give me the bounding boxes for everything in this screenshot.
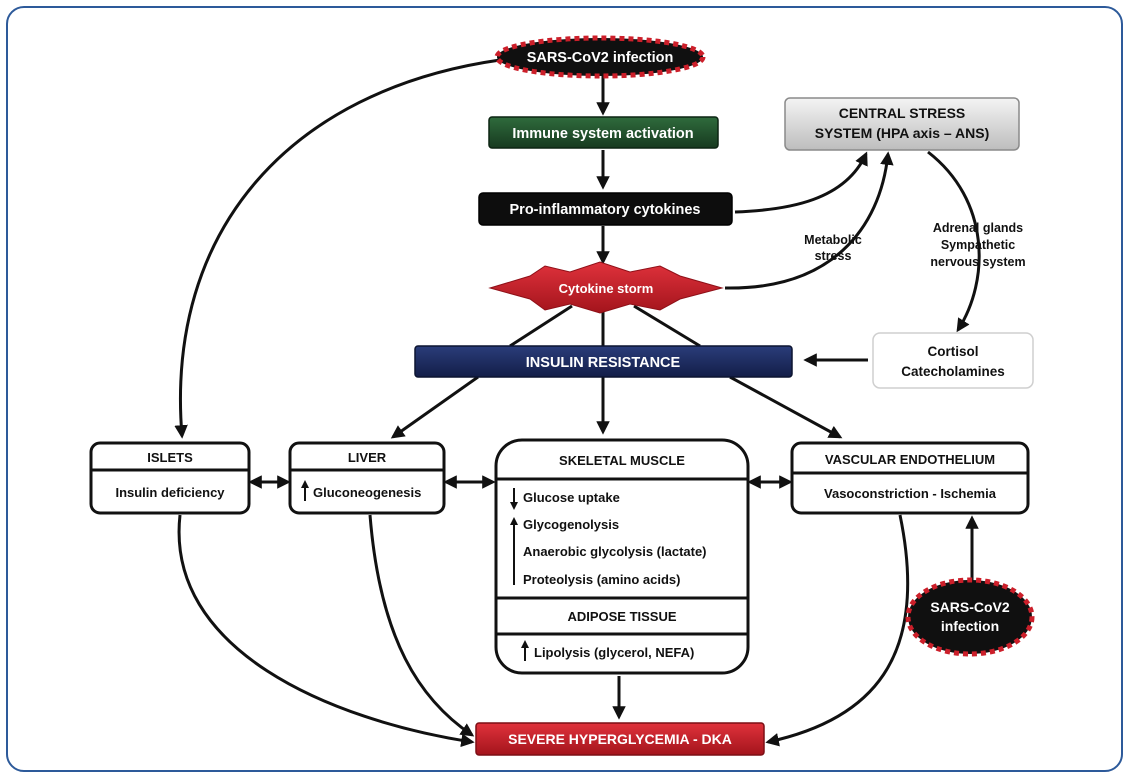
up-arrow-icon (521, 640, 529, 661)
outcome-node: SEVERE HYPERGLYCEMIA - DKA (475, 722, 765, 756)
arrow-ir-to-vascular (729, 375, 843, 439)
muscle-title: SKELETAL MUSCLE (559, 453, 685, 468)
arrow-vascular-to-outcome (765, 514, 910, 747)
arrow-liver-to-outcome (368, 514, 475, 737)
arrow-storm-to-central (724, 151, 894, 290)
cortisol-label-line2: Catecholamines (901, 364, 1005, 379)
cytokines-label: Pro-inflammatory cytokines (510, 202, 701, 218)
outcome-label: SEVERE HYPERGLYCEMIA - DKA (508, 731, 732, 747)
central-stress-node: CENTRAL STRESS SYSTEM (HPA axis – ANS) (784, 97, 1020, 151)
cortisol-node: Cortisol Catecholamines (872, 332, 1034, 389)
vascular-body: Vasoconstriction - Ischemia (824, 486, 997, 501)
sars-top-node: SARS-CoV2 infection (494, 35, 706, 79)
down-arrow-icon (510, 488, 518, 510)
adrenal-label-line2: Sympathetic (941, 238, 1015, 252)
liver-node: LIVER Gluconeogenesis (288, 441, 446, 515)
insulin-resistance-label: INSULIN RESISTANCE (526, 355, 681, 371)
insulin-resistance-node: INSULIN RESISTANCE (414, 345, 793, 378)
central-label-line2: SYSTEM (HPA axis – ANS) (815, 125, 990, 141)
cytokine-storm-node: Cytokine storm (488, 261, 724, 314)
muscle-adipose-node: SKELETAL MUSCLE Glucose uptake Glycogeno… (494, 438, 750, 675)
muscle-item-glycogenolysis: Glycogenolysis (523, 517, 619, 532)
muscle-item-anaerobic: Anaerobic glycolysis (lactate) (523, 544, 707, 559)
line-storm-to-ir-left (509, 304, 573, 348)
up-arrow-icon (301, 480, 309, 501)
sars-bottom-node: SARS-CoV2 infection (905, 577, 1035, 657)
metabolic-label-line2: stress (815, 249, 852, 263)
arrow-ir-to-liver (390, 375, 479, 439)
liver-body: Gluconeogenesis (313, 485, 421, 500)
cytokines-node: Pro-inflammatory cytokines (478, 192, 733, 226)
immune-label: Immune system activation (512, 126, 693, 142)
line-storm-to-ir-right (633, 304, 701, 348)
arrow-central-to-cortisol (927, 150, 981, 333)
vascular-node: VASCULAR ENDOTHELIUM Vasoconstriction - … (790, 441, 1030, 515)
islets-title: ISLETS (147, 450, 193, 465)
sars-top-label: SARS-CoV2 infection (527, 50, 674, 66)
sars-bottom-label-line2: infection (941, 618, 999, 634)
islets-node: ISLETS Insulin deficiency (89, 441, 251, 515)
metabolic-label-line1: Metabolic (804, 233, 862, 247)
arrow-cytokines-to-central (734, 151, 868, 214)
storm-label: Cytokine storm (559, 281, 654, 296)
arrow-islets-to-outcome (177, 514, 475, 748)
arrow-sars-to-islets (174, 58, 501, 439)
muscle-item-glucose-uptake: Glucose uptake (523, 490, 620, 505)
central-label-line1: CENTRAL STRESS (839, 105, 966, 121)
connectors (174, 58, 981, 748)
adrenal-label-line3: nervous system (930, 255, 1025, 269)
adipose-body: Lipolysis (glycerol, NEFA) (534, 645, 694, 660)
immune-node: Immune system activation (488, 116, 719, 149)
vascular-title: VASCULAR ENDOTHELIUM (825, 452, 995, 467)
liver-title: LIVER (348, 450, 387, 465)
adrenal-label-line1: Adrenal glands (933, 221, 1023, 235)
muscle-item-proteolysis: Proteolysis (amino acids) (523, 572, 681, 587)
adipose-title: ADIPOSE TISSUE (567, 609, 676, 624)
sars-bottom-label-line1: SARS-CoV2 (930, 599, 1010, 615)
up-arrow-icon (510, 517, 518, 585)
cortisol-label-line1: Cortisol (927, 344, 978, 359)
islets-body: Insulin deficiency (115, 485, 225, 500)
figure-frame (6, 6, 1123, 772)
